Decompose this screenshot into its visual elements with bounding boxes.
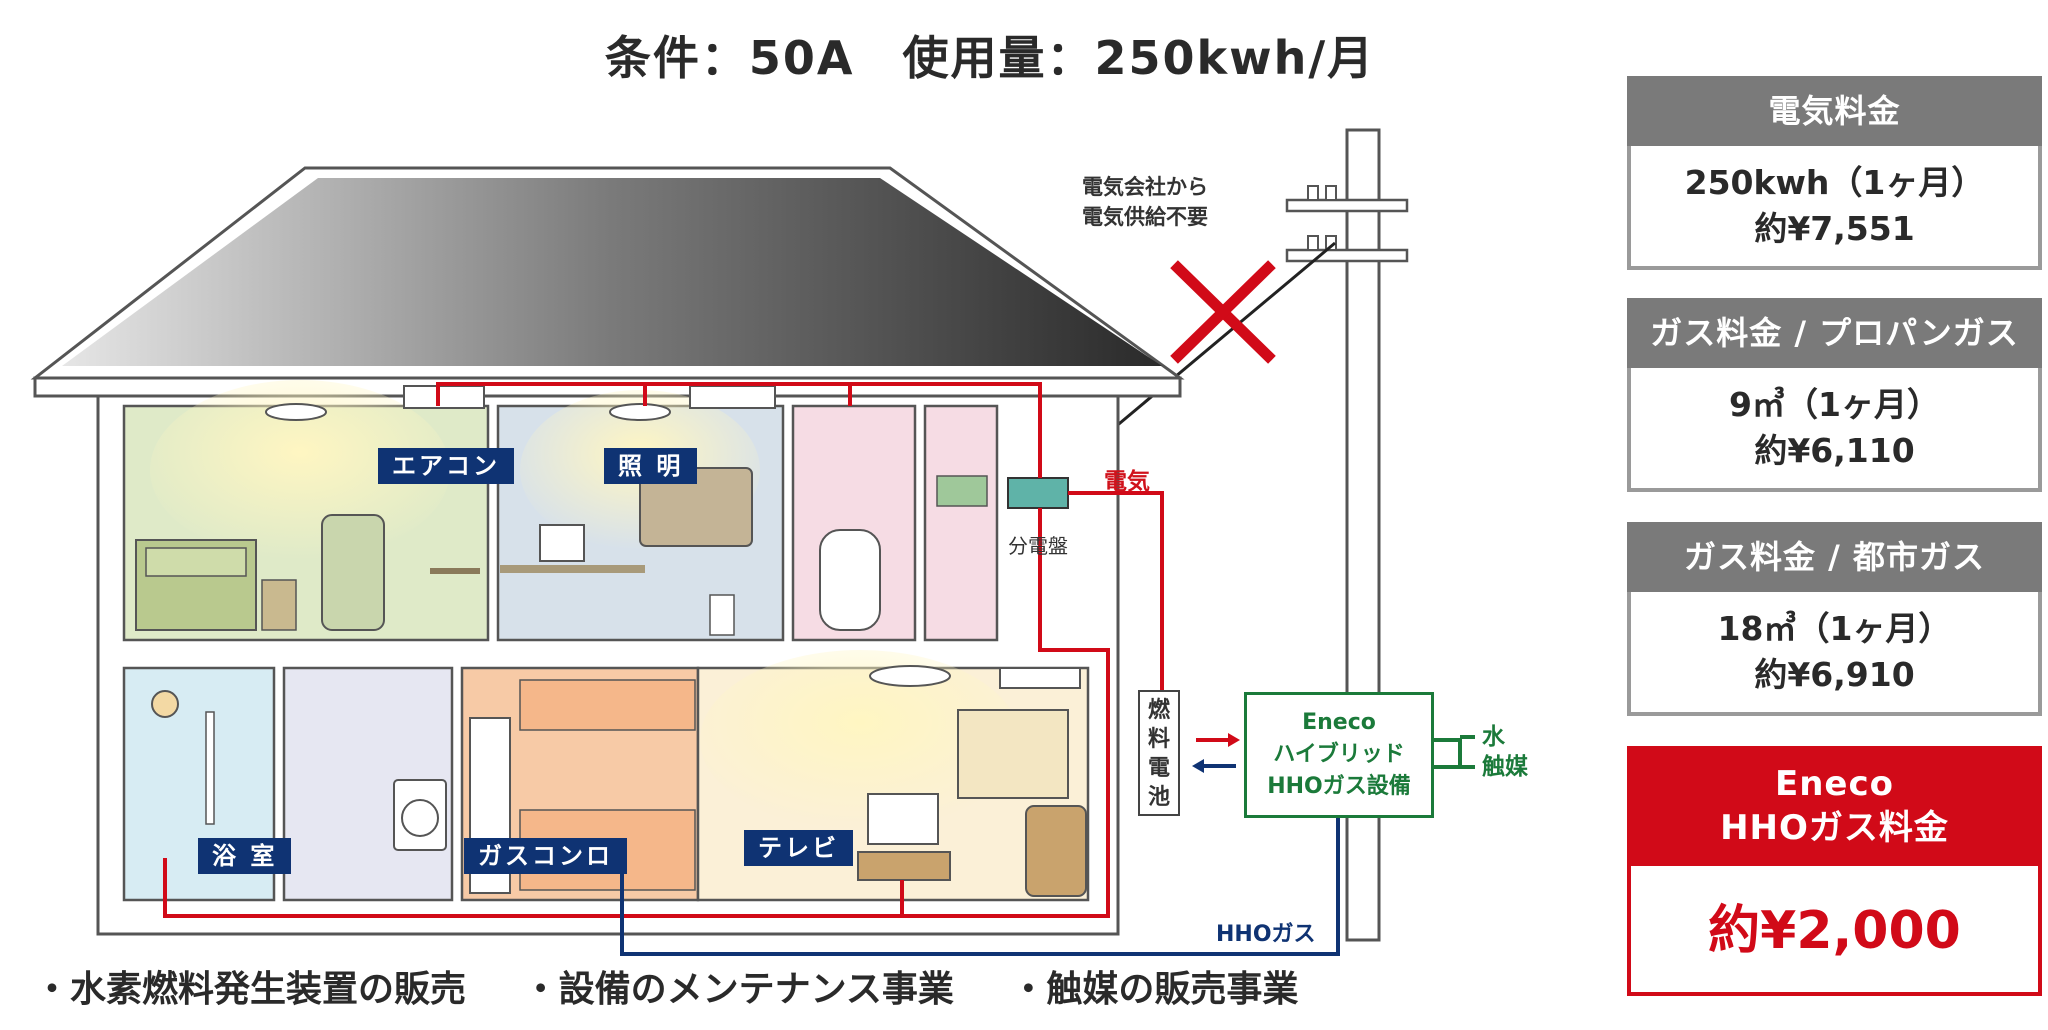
roof [30, 166, 1185, 398]
pc-monitor [539, 524, 585, 562]
no-supply-note: 電気会社から 電気供給不要 [1082, 175, 1208, 229]
bullet-item: ・水素燃料発生装置の販売 [34, 969, 467, 1010]
catalyst-label: 触媒 [1482, 754, 1528, 780]
hho-gas-label: HHOガス [1216, 922, 1316, 947]
control-panel [936, 475, 988, 507]
bullet-item: ・設備のメンテナンス事業 [522, 969, 954, 1010]
label-gas-stove: ガスコンロ [464, 838, 627, 874]
armchair [1025, 805, 1087, 897]
toilet [819, 529, 881, 631]
aircon-unit [403, 385, 485, 409]
tv-screen [867, 793, 939, 845]
price-card-eneco: Eneco HHOガス料金 約¥2,000 [1627, 746, 2042, 996]
label-lighting: 照 明 [604, 448, 698, 484]
price-card-body: 250kwh（1ヶ月） 約¥7,551 [1627, 146, 2042, 270]
electricity-label: 電気 [1104, 469, 1150, 495]
water-catalyst-lines [1434, 735, 1475, 769]
hho-equipment-box: Eneco ハイブリッド HHOガス設備 [1244, 692, 1434, 818]
hall [923, 404, 999, 642]
price-card-title: 電気料金 [1627, 76, 2042, 146]
fuel-cell-box: 燃 料 電 池 [1138, 690, 1180, 816]
price-card-electricity: 電気料金 250kwh（1ヶ月） 約¥7,551 [1627, 76, 2042, 270]
price-card-body: 9㎥（1ヶ月） 約¥6,110 [1627, 368, 2042, 492]
price-card-city-gas: ガス料金 / 都市ガス 18㎥（1ヶ月） 約¥6,910 [1627, 522, 2042, 716]
label-aircon: エアコン [378, 448, 514, 484]
label-bathroom: 浴 室 [198, 838, 292, 874]
price-card-body: 18㎥（1ヶ月） 約¥6,910 [1627, 592, 2042, 716]
breaker-box [1007, 477, 1069, 509]
price-card-propane: ガス料金 / プロパンガス 9㎥（1ヶ月） 約¥6,110 [1627, 298, 2042, 492]
conditions-headline: 条件：50A 使用量：250kwh/月 [604, 31, 1376, 85]
water-label: 水 [1482, 724, 1505, 750]
price-card-title: ガス料金 / プロパンガス [1627, 298, 2042, 368]
no-supply-x-icon [1170, 260, 1276, 364]
massage-chair [321, 514, 385, 631]
business-bullets: ・水素燃料発生装置の販売 ・設備のメンテナンス事業 ・触媒の販売事業 [34, 960, 1342, 1012]
label-tv: テレビ [744, 830, 853, 866]
utility-pole [1285, 128, 1409, 942]
eneco-card-price: 約¥2,000 [1627, 866, 2042, 996]
electric-wiring [163, 382, 1240, 918]
breaker-label: 分電盤 [1008, 534, 1068, 558]
eneco-card-title: Eneco HHOガス料金 [1627, 746, 2042, 866]
bullet-item: ・触媒の販売事業 [1010, 969, 1299, 1010]
hho-gas-line [620, 759, 1340, 956]
price-card-title: ガス料金 / 都市ガス [1627, 522, 2042, 592]
